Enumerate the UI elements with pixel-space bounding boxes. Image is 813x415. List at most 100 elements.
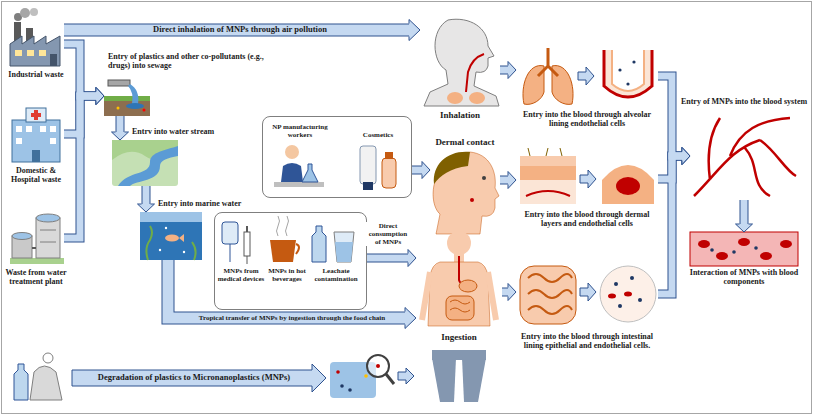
treatment-plant-icon: [40, 230, 56, 231]
pathway-icon: Entry of plastics and other co-pollutant…: [104, 76, 150, 116]
worker-icon: [285, 145, 299, 159]
caption-slot: Ingestion: [416, 332, 502, 342]
plastic-waste-icon: [30, 366, 62, 400]
lung-panel: [578, 67, 594, 85]
intestine-panel: [520, 266, 576, 324]
body-figure: [459, 256, 464, 284]
plastic-waste-icon: [43, 353, 53, 363]
blood-figure: [698, 240, 710, 248]
flow-arrow: [658, 76, 683, 156]
intestine-panel: [520, 266, 656, 324]
inhalation-figure: [447, 92, 463, 104]
flow-arrow: [117, 116, 124, 133]
worker-icon: [274, 145, 324, 187]
leachate-icon: [334, 232, 354, 262]
source-icon: MNPs in hot beverages: [267, 219, 307, 265]
hot-beverage-icon: [270, 240, 296, 262]
marine-icon: [183, 251, 185, 253]
marine-icon: [140, 212, 202, 260]
caption-slot: Interaction of MNPs with blood component…: [678, 268, 810, 286]
hospital-icon: [12, 120, 60, 162]
connector-outline: [502, 288, 509, 297]
microplastic-icon: [367, 355, 389, 377]
inhalation-figure: [424, 19, 499, 106]
connector-outlines: [64, 30, 744, 318]
microplastic-icon: [386, 374, 394, 384]
lung-panel: [538, 48, 558, 76]
caption-text: Entrv into water stream: [132, 127, 242, 136]
blood-figure: [738, 238, 750, 246]
medical-device-icon: [244, 232, 250, 256]
caption-slot: Cosmetics: [348, 131, 408, 139]
intestine-panel: [638, 298, 642, 302]
flow-arrow: [658, 156, 683, 294]
source-icon: Industrial waste: [8, 12, 64, 68]
microplastic-icon: [330, 355, 394, 398]
caption-slot: Industrial waste: [4, 70, 68, 79]
hospital-icon: [31, 113, 41, 117]
flow-arrow: [64, 96, 97, 238]
edge-label: Direct consumption of MNPs: [365, 222, 411, 246]
uptake-panel: Entry into the blood through dermal laye…: [516, 150, 658, 208]
caption-text: Entry into the blood through alveolar li…: [516, 110, 658, 128]
connector-outline: [64, 24, 410, 37]
uptake-panel: Entry into the blood through intestinal …: [516, 258, 658, 330]
caption-text: Entry of MNPs into the blood system: [678, 97, 810, 106]
intestine-panel: [600, 266, 656, 322]
blood-figure: [716, 252, 728, 260]
transfer-arrow: [398, 368, 414, 384]
connector-outline: [658, 156, 683, 294]
route-figure: Inhalation: [420, 16, 500, 108]
pathway-icon: Entry into marine water: [140, 212, 202, 260]
caption-text: MNPs from medical devices: [217, 267, 265, 283]
factory-icon: [15, 50, 22, 56]
flow-arrow: [741, 200, 748, 225]
cosmetics-icon: [360, 146, 396, 190]
body-figure: [488, 272, 496, 320]
blood-figure: [754, 246, 758, 250]
blood-figure: [760, 252, 772, 260]
intestine-panel: [624, 292, 632, 297]
hospital-icon: [40, 126, 46, 132]
caption-slot: Entry into the blood through alveolar li…: [516, 110, 658, 128]
intestine-panel: [528, 274, 572, 314]
skin-panel: [520, 156, 576, 166]
flow-arrow: [143, 186, 150, 205]
inhalation-figure: [424, 19, 499, 106]
hospital-icon: [26, 126, 32, 132]
source-icon: Domestic & Hospital waste: [8, 106, 64, 164]
flow-arrow: [412, 167, 423, 174]
hospital-icon: [26, 108, 46, 122]
caption-slot: MNPs from medical devices: [217, 267, 265, 283]
source-icon: Leachate contamination: [311, 219, 361, 265]
sewage-icon: [104, 80, 150, 116]
flow-arrow: [64, 44, 97, 96]
vessel-figure: [694, 118, 796, 196]
connectors: [64, 30, 744, 318]
face-figure: [434, 152, 470, 184]
vessel-figure: [694, 118, 796, 196]
blood-figure: Entry of MNPs into the blood system: [690, 112, 798, 200]
connector-outline: [116, 116, 125, 133]
face-figure: [433, 152, 499, 234]
group-box: MNPs from medical devicesMNPs in hot bev…: [214, 212, 367, 310]
flow-arrow: [500, 177, 509, 184]
source-icon: MNPs from medical devices: [219, 219, 263, 265]
lung-panel: [612, 50, 644, 91]
hospital-icon: [32, 150, 40, 162]
treatment-plant-icon: [40, 242, 56, 243]
worker-icon: [274, 182, 324, 187]
hot-beverage-icon: [277, 216, 280, 236]
sewage-icon: [126, 103, 144, 109]
caption-text: Interaction of MNPs with blood component…: [678, 268, 810, 286]
skin-panel: [616, 177, 640, 195]
transfer-arrow: [398, 368, 414, 384]
medical-device-icon: [246, 226, 248, 232]
lung-panel: [618, 68, 621, 71]
skin-panel: [526, 191, 570, 196]
caption-text: Entry into the blood through dermal laye…: [516, 210, 658, 228]
caption-slot: Dermal contact: [422, 137, 508, 147]
sewage-icon: [117, 107, 120, 110]
